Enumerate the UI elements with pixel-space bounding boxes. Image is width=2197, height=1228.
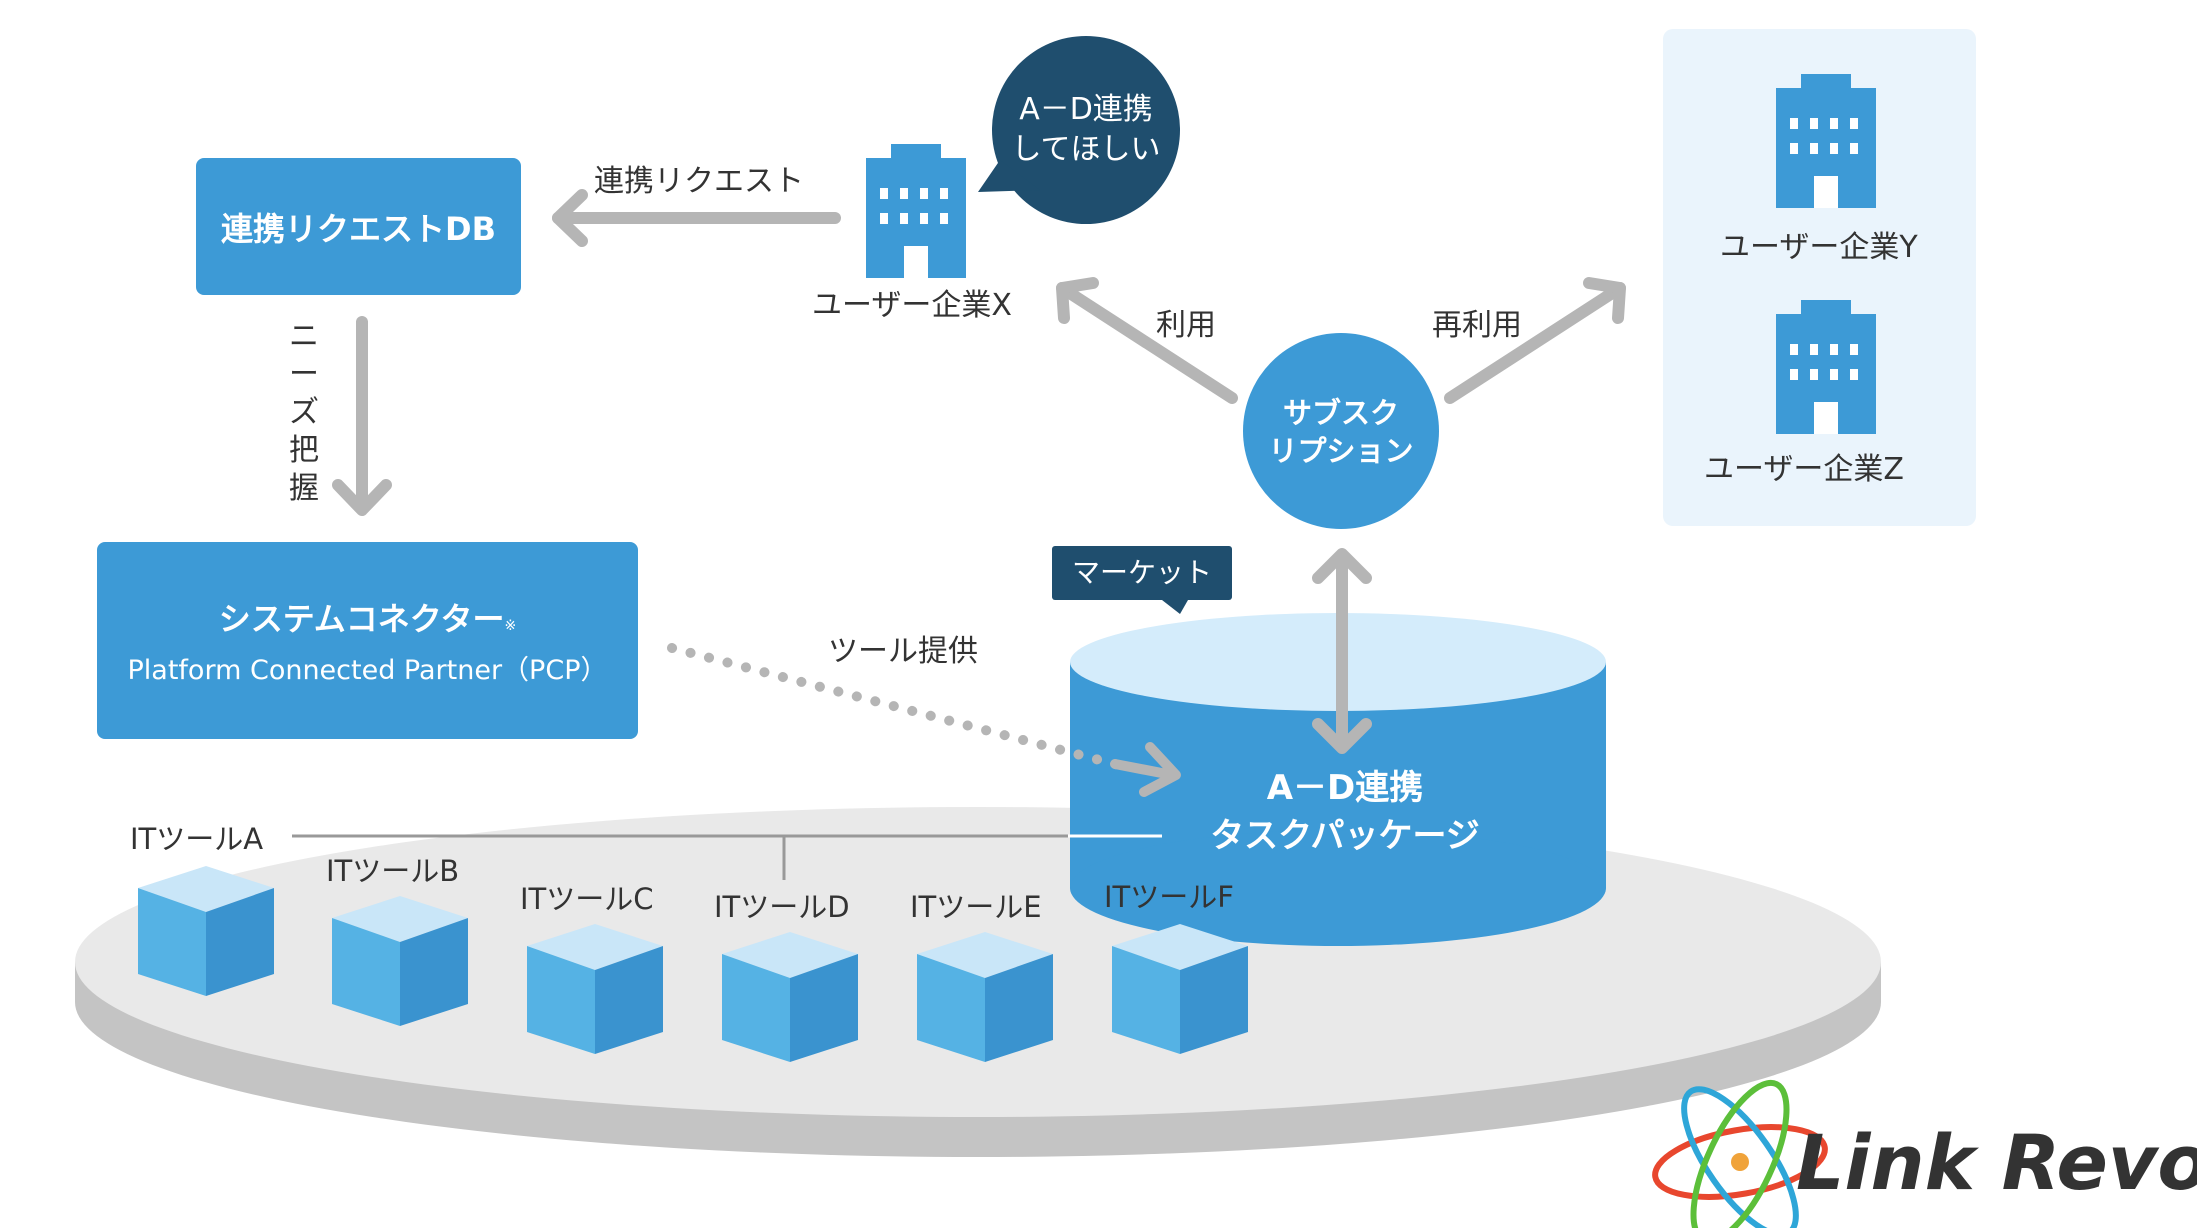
request-db-label: 連携リクエストDB: [221, 209, 496, 248]
system-connector-box: システムコネクター※ Platform Connected Partner（PC…: [97, 542, 638, 739]
link-revo-logo-icon: [1652, 1079, 1828, 1228]
needs-label: ニーズ把握: [284, 318, 324, 508]
needs-arrow: [332, 316, 392, 516]
tool-cube-a: [138, 866, 274, 996]
tool-label-e: ITツールE: [910, 890, 1042, 924]
system-connector-mark: ※: [504, 618, 517, 634]
tool-cube-c: [527, 924, 663, 1054]
market-tag-text: マーケット: [1052, 546, 1232, 600]
tool-label-c: ITツールC: [520, 882, 654, 916]
user-x-label: ユーザー企業X: [812, 288, 1012, 323]
system-connector-title: システムコネクター: [218, 600, 505, 638]
building-icon-user-x: [866, 144, 966, 278]
use-label: 利用: [1156, 308, 1216, 343]
request-db-box: 連携リクエストDB: [196, 158, 521, 295]
request-bubble-line-1: A－D連携: [1019, 92, 1153, 127]
tool-cube-f: [1112, 924, 1248, 1054]
tool-cube-b: [332, 896, 468, 1026]
system-connector-subtitle: Platform Connected Partner（PCP）: [127, 655, 608, 686]
package-line-1: A－D連携: [1266, 768, 1424, 808]
request-bubble-text: A－D連携 してほしい: [992, 90, 1180, 170]
system-connector-title-row: システムコネクター※: [219, 594, 517, 640]
tool-provide-arrow: [667, 643, 1181, 797]
reuse-arrow: [1444, 277, 1626, 404]
subscription-circle: [1243, 333, 1439, 529]
tool-label-a: ITツールA: [130, 822, 264, 856]
subscription-line-2: リプション: [1268, 434, 1414, 468]
market-label: マーケット: [1071, 556, 1212, 589]
tool-label-f: ITツールF: [1104, 880, 1234, 914]
tool-cube-e: [917, 932, 1053, 1062]
package-text: A－D連携 タスクパッケージ: [1160, 764, 1530, 860]
package-line-2: タスクパッケージ: [1210, 816, 1480, 856]
tool-provide-label: ツール提供: [828, 634, 978, 669]
tool-label-d: ITツールD: [714, 890, 850, 924]
user-y-label: ユーザー企業Y: [1720, 230, 1918, 265]
package-cylinder-bottom: [1070, 830, 1606, 946]
building-icon-user-z: [1776, 300, 1876, 434]
market-double-arrow: [1312, 548, 1372, 754]
use-arrow: [1056, 277, 1238, 404]
request-bubble-line-2: してほしい: [1011, 132, 1161, 167]
needs-label-text: ニーズ把握: [289, 319, 319, 506]
link-revo-logo-text: Link Revo: [1796, 1118, 2197, 1207]
subscription-line-1: サブスク: [1282, 396, 1399, 430]
request-speech-bubble: [978, 36, 1180, 224]
market-tag: [1052, 546, 1232, 614]
request-arrow: [552, 189, 841, 247]
tool-cube-d: [722, 932, 858, 1062]
tool-connection-line: [292, 834, 1162, 880]
reuse-label: 再利用: [1432, 308, 1522, 343]
request-arrow-label: 連携リクエスト: [594, 164, 804, 199]
subscription-text: サブスク リプション: [1250, 394, 1432, 470]
tool-label-b: ITツールB: [326, 854, 460, 888]
building-icon-user-y: [1776, 74, 1876, 208]
user-group-panel: [1663, 29, 1976, 526]
user-z-label: ユーザー企業Z: [1704, 452, 1904, 487]
